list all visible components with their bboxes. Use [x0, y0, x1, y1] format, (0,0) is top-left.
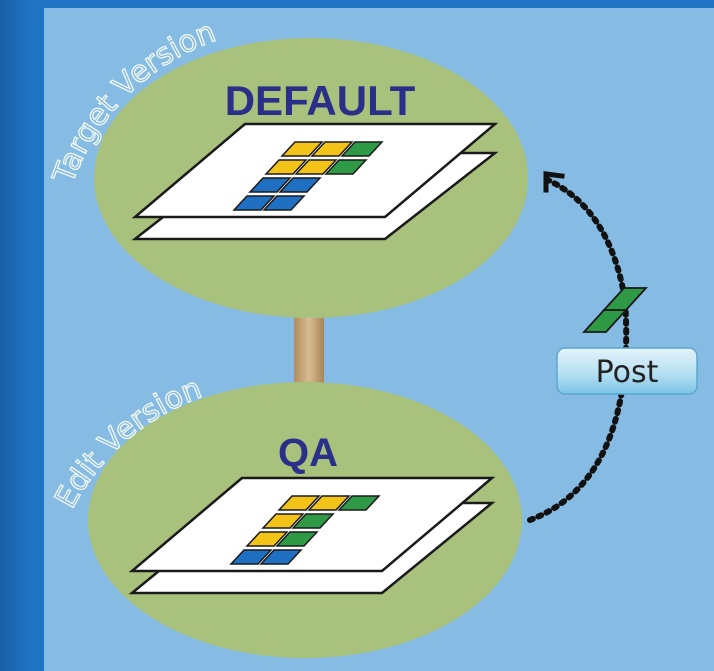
grid-cell [275, 531, 319, 547]
post-arrow [527, 177, 630, 523]
edit-version-node: Edit Version QA [48, 370, 522, 658]
grid-cell [264, 159, 308, 175]
edit-version-name: QA [278, 431, 338, 475]
target-version-node: Target Version DEFAULT [46, 14, 528, 318]
grid-cell [581, 309, 629, 333]
grid-cell [294, 159, 338, 175]
grid-cell [261, 513, 305, 529]
grid-cell [277, 495, 321, 511]
post-badge: Post [556, 347, 698, 395]
grid-cell [337, 495, 381, 511]
grid-cell [291, 513, 335, 529]
post-badge-shape [556, 347, 698, 395]
grid-cell [340, 141, 384, 157]
grid-cell [278, 177, 322, 193]
target-version-name: DEFAULT [225, 77, 416, 124]
grid-cell [259, 549, 303, 565]
edit-grid-cells [229, 495, 381, 565]
grid-cell [601, 287, 649, 311]
grid-cell [324, 159, 368, 175]
grid-cell [248, 177, 292, 193]
grid-cell [229, 549, 273, 565]
post-arrowhead [543, 171, 565, 193]
posted-edit-cells [581, 287, 649, 333]
grid-cell [307, 495, 351, 511]
target-grid-cells [232, 141, 384, 211]
grid-cell [262, 195, 306, 211]
grid-cell [245, 531, 289, 547]
grid-cell [232, 195, 276, 211]
post-label: Post [596, 355, 659, 390]
grid-cell [280, 141, 324, 157]
grid-cell [310, 141, 354, 157]
